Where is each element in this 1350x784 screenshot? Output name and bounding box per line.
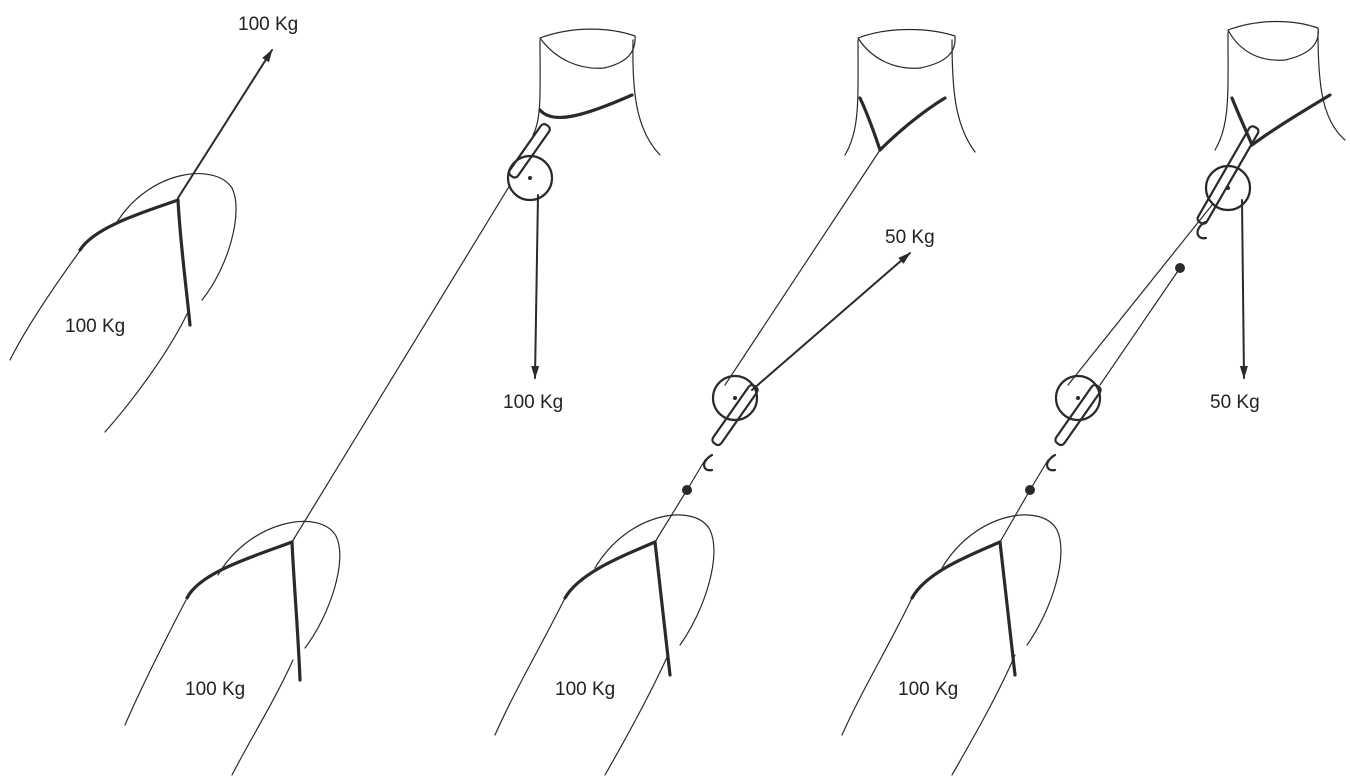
anchor-strap-4 xyxy=(1230,93,1332,147)
rope-3 xyxy=(724,149,881,386)
log-3 xyxy=(494,514,715,776)
figure-4-compound-pulley xyxy=(841,20,1346,776)
sling-3 xyxy=(563,540,672,677)
force-arrow-down-2 xyxy=(531,194,540,379)
fig2-down-force-label: 100 Kg xyxy=(503,392,563,413)
bottom-pulley-block-4 xyxy=(1046,374,1102,472)
top-pulley-block-4 xyxy=(1196,125,1260,240)
shackle-3 xyxy=(654,459,706,543)
anchor-strap-2 xyxy=(538,93,634,120)
tree-trunk-3 xyxy=(844,28,976,156)
fig1-load-label: 100 Kg xyxy=(65,316,125,337)
log-4 xyxy=(841,514,1062,776)
anchor-strap-3 xyxy=(858,96,947,152)
log-2 xyxy=(124,521,341,776)
tree-trunk-2 xyxy=(532,28,661,156)
sling-1 xyxy=(78,198,192,327)
sling-4 xyxy=(910,540,1017,677)
shackle-lower-4 xyxy=(999,459,1049,543)
pulley-block-3 xyxy=(703,374,759,472)
rope-2 xyxy=(291,184,511,543)
figure-1-direct-lift xyxy=(9,49,273,433)
fig3-load-label: 100 Kg xyxy=(555,679,615,700)
force-arrow-pull-3 xyxy=(751,252,911,391)
figure-2-single-pulley xyxy=(124,28,661,776)
fig3-pull-force-label: 50 Kg xyxy=(885,227,935,248)
shackle-upper-4 xyxy=(1175,263,1185,273)
pulley-block-2 xyxy=(506,123,554,202)
fig2-load-label: 100 Kg xyxy=(185,679,245,700)
fig4-load-label: 100 Kg xyxy=(898,679,958,700)
force-arrow-up-1 xyxy=(177,49,273,199)
rope-4 xyxy=(1067,204,1213,386)
sling-2 xyxy=(185,540,302,682)
fig4-down-force-label: 50 Kg xyxy=(1210,392,1260,413)
fig1-top-force-label: 100 Kg xyxy=(238,14,298,35)
tree-trunk-4 xyxy=(1214,20,1346,151)
force-arrow-down-4 xyxy=(1239,199,1248,379)
log-1 xyxy=(9,173,237,433)
figure-3-running-pulley xyxy=(494,28,976,776)
